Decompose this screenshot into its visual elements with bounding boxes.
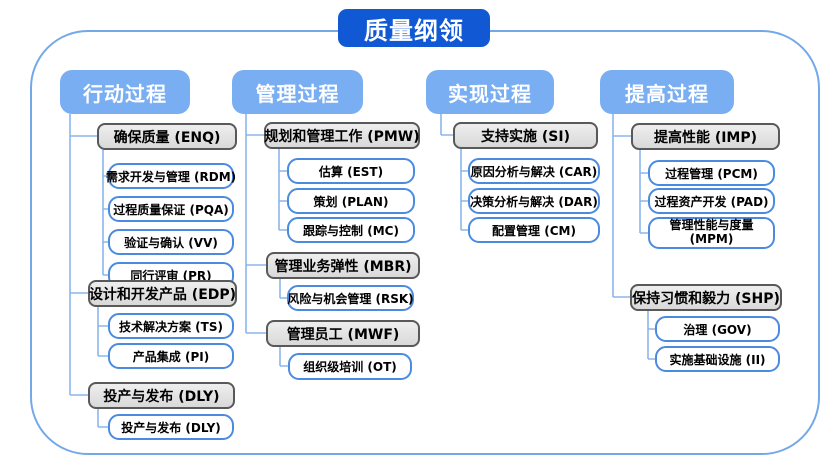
group-enq: 确保质量 (ENQ)	[97, 123, 237, 150]
header-action-process: 行动过程	[60, 70, 190, 114]
child-mc: 跟踪与控制 (MC)	[287, 217, 415, 243]
child-est: 估算 (EST)	[287, 158, 415, 184]
group-edp: 设计和开发产品 (EDP)	[88, 280, 237, 307]
group-shp: 保持习惯和毅力 (SHP)	[630, 284, 782, 311]
group-mbr: 管理业务弹性 (MBR)	[266, 252, 420, 279]
header-management-process: 管理过程	[232, 70, 363, 114]
group-dly: 投产与发布 (DLY)	[88, 382, 235, 409]
group-imp: 提高性能 (IMP)	[631, 123, 780, 150]
child-vv: 验证与确认 (VV)	[108, 229, 234, 255]
child-ts: 技术解决方案 (TS)	[108, 313, 234, 339]
child-pi: 产品集成 (PI)	[108, 343, 234, 369]
child-rsk: 风险与机会管理 (RSK)	[287, 285, 414, 311]
child-pad: 过程资产开发 (PAD)	[648, 188, 775, 214]
child-dar: 决策分析与解决 (DAR)	[468, 188, 600, 214]
child-gov: 治理 (GOV)	[655, 316, 780, 342]
diagram-title: 质量纲领	[338, 9, 490, 47]
child-plan: 策划 (PLAN)	[287, 188, 415, 214]
child-pcm: 过程管理 (PCM)	[648, 160, 775, 186]
child-ot: 组织级培训 (OT)	[288, 353, 412, 380]
group-si: 支持实施 (SI)	[453, 122, 598, 149]
child-car: 原因分析与解决 (CAR)	[468, 158, 600, 184]
child-dly: 投产与发布 (DLY)	[108, 414, 234, 440]
group-mwf: 管理员工 (MWF)	[266, 320, 420, 347]
child-pqa: 过程质量保证 (PQA)	[108, 196, 234, 222]
child-rdm: 需求开发与管理 (RDM)	[106, 163, 236, 189]
header-improvement-process: 提高过程	[600, 70, 734, 114]
header-implementation-process: 实现过程	[426, 70, 554, 114]
child-cm: 配置管理 (CM)	[468, 217, 600, 243]
child-mpm: 管理性能与度量 (MPM)	[648, 217, 775, 249]
group-pmw: 规划和管理工作 (PMW)	[264, 122, 420, 149]
child-ii: 实施基础设施 (II)	[655, 346, 780, 372]
